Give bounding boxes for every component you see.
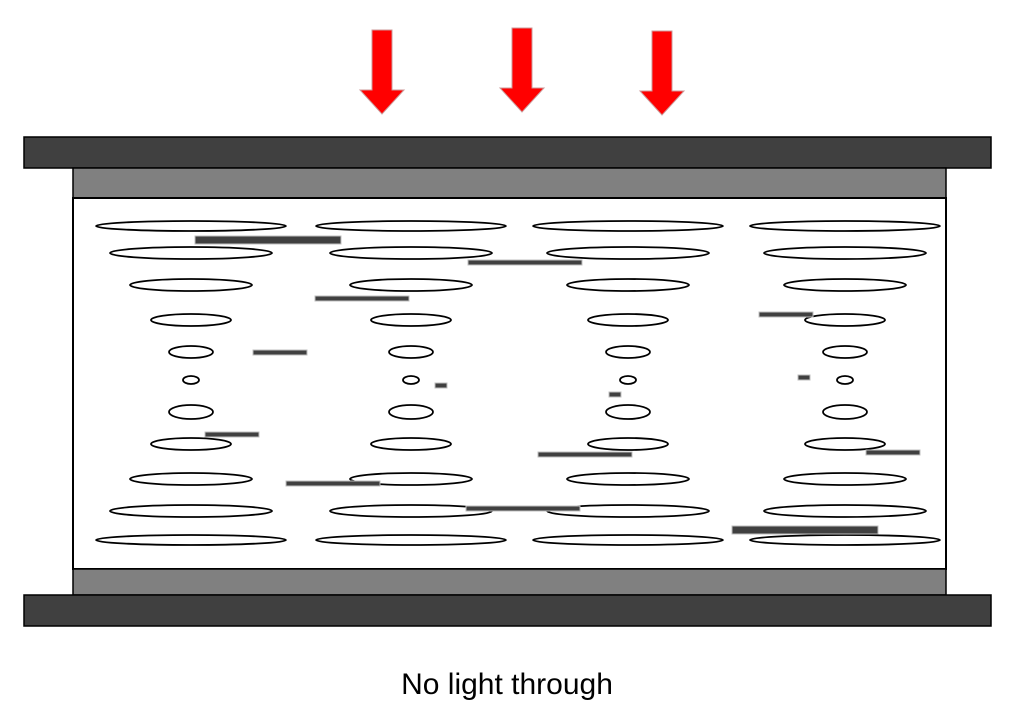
- liquid-crystal-molecule: [150, 437, 232, 451]
- liquid-crystal-molecule: [566, 472, 690, 486]
- liquid-crystal-molecule: [619, 375, 637, 385]
- caption: No light through: [401, 668, 613, 701]
- dye-particle: [314, 295, 410, 302]
- liquid-crystal-molecule: [129, 472, 253, 486]
- cell-chamber: [72, 197, 947, 570]
- dye-particles: [194, 235, 921, 535]
- liquid-crystal-molecule: [168, 345, 214, 359]
- top-outer-plate: [23, 136, 992, 169]
- liquid-crystal-molecule: [804, 437, 886, 451]
- bottom-outer-plate: [23, 594, 992, 627]
- liquid-crystal-molecule: [822, 404, 868, 420]
- dye-particle: [434, 382, 448, 389]
- liquid-crystal-molecule: [109, 246, 273, 260]
- top-inner-plate: [72, 167, 947, 199]
- liquid-crystal-molecule: [95, 534, 287, 546]
- liquid-crystal-molecule: [402, 375, 420, 385]
- incoming-light-arrows: [358, 27, 686, 116]
- liquid-crystal-molecule: [168, 404, 214, 420]
- liquid-crystal-molecule: [532, 220, 724, 232]
- dye-particle: [194, 235, 342, 245]
- bottom-inner-plate: [72, 568, 947, 596]
- liquid-crystal-molecule: [783, 278, 907, 292]
- liquid-crystal-molecule: [349, 278, 473, 292]
- liquid-crystal-molecule: [822, 345, 868, 359]
- liquid-crystal-molecule: [783, 472, 907, 486]
- liquid-crystal-molecule: [587, 437, 669, 451]
- liquid-crystal-molecule: [836, 375, 854, 385]
- liquid-crystal-molecule: [329, 246, 493, 260]
- liquid-crystal-molecule: [532, 534, 724, 546]
- light-arrow: [638, 30, 686, 116]
- liquid-crystal-molecule: [605, 345, 651, 359]
- liquid-crystal-molecule: [804, 313, 886, 327]
- liquid-crystal-molecule: [370, 313, 452, 327]
- dye-particle: [252, 349, 308, 356]
- liquid-crystal-molecule: [587, 313, 669, 327]
- liquid-crystal-molecule: [388, 404, 434, 420]
- dye-particle: [865, 449, 921, 456]
- dye-particle: [204, 431, 260, 438]
- dye-particle: [608, 391, 622, 398]
- dye-particle: [537, 451, 633, 458]
- dye-particle: [758, 311, 814, 318]
- liquid-crystal-molecule: [763, 246, 927, 260]
- liquid-crystal-molecule: [182, 375, 200, 385]
- light-arrow: [358, 29, 406, 115]
- liquid-crystal-molecule: [749, 534, 941, 546]
- liquid-crystal-molecule: [749, 220, 941, 232]
- liquid-crystal-molecule: [546, 246, 710, 260]
- liquid-crystal-molecule: [315, 220, 507, 232]
- liquid-crystal-molecule: [388, 345, 434, 359]
- liquid-crystal-molecule: [349, 472, 473, 486]
- dye-particle: [467, 259, 583, 266]
- light-arrow: [498, 27, 546, 113]
- liquid-crystal-molecule: [763, 504, 927, 518]
- liquid-crystal-molecule: [370, 437, 452, 451]
- dye-particle: [465, 505, 581, 512]
- liquid-crystal-molecule: [315, 534, 507, 546]
- liquid-crystal-molecule: [129, 278, 253, 292]
- liquid-crystal-molecule: [150, 313, 232, 327]
- liquid-crystal-molecule: [566, 278, 690, 292]
- dye-particle: [285, 480, 381, 487]
- dye-particle: [731, 525, 879, 535]
- dye-particle: [797, 374, 811, 381]
- liquid-crystal-molecule: [605, 404, 651, 420]
- liquid-crystal-molecule: [109, 504, 273, 518]
- liquid-crystal-molecule: [95, 220, 287, 232]
- liquid-crystal-molecules: [95, 220, 941, 546]
